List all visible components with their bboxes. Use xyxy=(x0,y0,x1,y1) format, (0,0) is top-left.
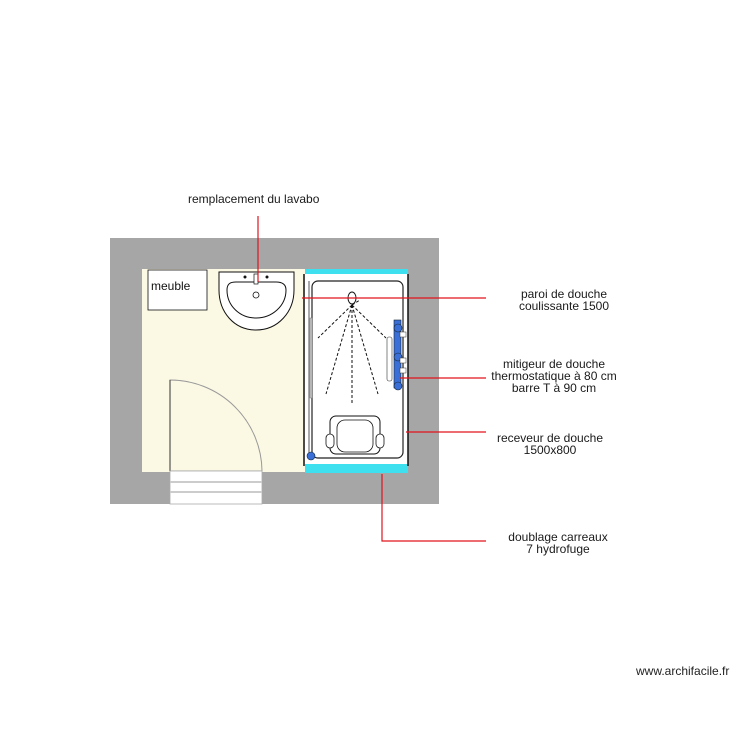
label-paroi: paroi de douche coulissante 1500 xyxy=(510,288,618,312)
label-lavabo: remplacement du lavabo xyxy=(188,192,320,206)
valve-icon xyxy=(386,319,407,391)
label-receveur: receveur de douche 1500x800 xyxy=(488,432,612,456)
shower-tile-bottom xyxy=(305,464,408,473)
label-receveur-line2: 1500x800 xyxy=(523,443,577,457)
label-doublage: doublage carreaux 7 hydrofuge xyxy=(500,531,616,555)
label-paroi-line2: coulissante 1500 xyxy=(518,299,610,313)
credit-link[interactable]: www.archifacile.fr xyxy=(636,664,730,678)
meuble-label: meuble xyxy=(151,279,191,293)
washbasin-icon xyxy=(218,271,295,331)
label-paroi-line1: paroi de douche xyxy=(520,287,608,301)
meuble-cabinet xyxy=(147,269,208,311)
step-icon xyxy=(169,470,263,505)
door-swing-icon xyxy=(169,379,263,472)
shower-seat-icon xyxy=(325,415,385,455)
label-mitigeur: mitigeur de douche thermostatique à 80 c… xyxy=(483,358,625,394)
label-mitigeur-line2: thermostatique à 80 cm xyxy=(491,369,617,383)
shower-tile-top xyxy=(305,269,408,274)
sliding-door-panel xyxy=(309,317,313,399)
label-doublage-line1: doublage carreaux xyxy=(508,530,608,544)
leader-doublage xyxy=(381,474,486,542)
label-mitigeur-line3: barre T à 90 cm xyxy=(511,381,597,395)
label-doublage-line2: 7 hydrofuge xyxy=(526,542,590,556)
label-receveur-line1: receveur de douche xyxy=(496,431,604,445)
label-mitigeur-line1: mitigeur de douche xyxy=(502,357,606,371)
drain-icon xyxy=(306,451,316,461)
